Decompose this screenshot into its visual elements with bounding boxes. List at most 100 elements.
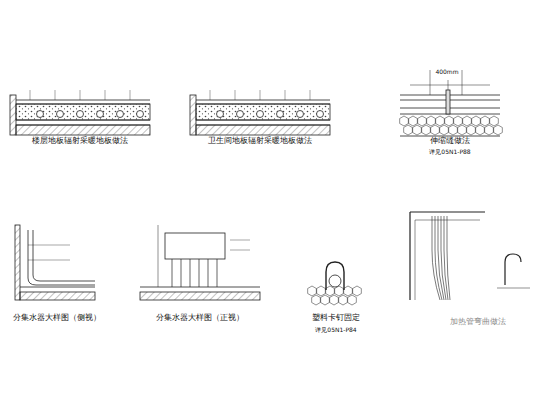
caption-text: 伸缩缝做法 (429, 137, 471, 146)
gravel (422, 125, 431, 135)
pipe-section (37, 111, 44, 118)
line (30, 90, 31, 100)
pipe-section (297, 111, 304, 118)
gravel (485, 125, 494, 135)
pipe-section (137, 111, 144, 118)
layer (446, 90, 450, 114)
line (208, 259, 209, 287)
line (196, 104, 330, 105)
line (410, 85, 490, 86)
line (196, 120, 330, 121)
pipe-section (317, 111, 324, 118)
gravel (339, 295, 348, 305)
layer (196, 104, 330, 120)
layer (10, 95, 16, 135)
gravel (344, 286, 353, 296)
line (230, 240, 250, 241)
pipe-section (97, 111, 104, 118)
gravel (449, 125, 458, 135)
pipe-section (257, 111, 264, 118)
pipe-section (277, 111, 284, 118)
pipe (447, 216, 450, 300)
gravel (321, 295, 330, 305)
gravel (330, 295, 339, 305)
pipe-section (117, 111, 124, 118)
gravel (348, 295, 357, 305)
line (28, 245, 70, 246)
gravel (308, 286, 317, 296)
gravel (440, 125, 449, 135)
gravel (335, 286, 344, 296)
gravel (458, 125, 467, 135)
gravel (404, 125, 413, 135)
layer (16, 125, 150, 135)
line (260, 90, 261, 100)
line (28, 260, 70, 261)
gravel (454, 116, 463, 126)
gravel (476, 125, 485, 135)
gravel (413, 125, 422, 135)
line (230, 250, 250, 251)
pipe (505, 254, 521, 285)
line (172, 259, 173, 287)
line (190, 259, 191, 287)
caption-text: 详见05N1-P84 (314, 327, 357, 334)
gravel (436, 116, 445, 126)
line (235, 90, 236, 100)
layer (16, 104, 150, 120)
pipe-section (57, 111, 64, 118)
line (16, 120, 150, 121)
line (105, 90, 106, 100)
line (285, 90, 286, 100)
line (80, 90, 81, 100)
caption-text: 分集水器大样图（侧视） (12, 314, 102, 323)
line (410, 211, 485, 212)
line (448, 80, 449, 90)
line (217, 259, 218, 287)
pipe-section (217, 111, 224, 118)
gravel (494, 125, 503, 135)
line (462, 70, 463, 95)
line (497, 288, 530, 289)
gravel (490, 116, 499, 126)
gravel (467, 125, 476, 135)
line (20, 287, 95, 288)
gravel (400, 116, 409, 126)
line (409, 212, 410, 300)
gravel (481, 116, 490, 126)
line (55, 90, 56, 100)
layer (165, 233, 225, 259)
caption-text: 塑料卡钉固定 (311, 314, 361, 323)
caption-text: 楼层地板辐射采暖地板做法 (31, 137, 129, 146)
line (158, 225, 159, 287)
line (430, 70, 431, 95)
pipe (33, 230, 95, 281)
caption-text: 加热管弯曲做法 (449, 318, 507, 327)
pipe (28, 230, 95, 285)
gravel (427, 116, 436, 126)
gravel (418, 116, 427, 126)
pipe (444, 216, 448, 300)
gravel (312, 295, 321, 305)
line (16, 125, 150, 126)
layer (15, 225, 20, 300)
caption-text: 详见05N1-P88 (428, 149, 471, 156)
line (16, 104, 150, 105)
gravel (326, 286, 335, 296)
caption-text: 分集水器大样图（正视） (155, 314, 245, 323)
layer (196, 125, 330, 135)
layer (20, 292, 95, 300)
line (196, 125, 330, 126)
gravel (472, 116, 481, 126)
line (210, 90, 211, 100)
gravel (409, 116, 418, 126)
pipe (326, 262, 344, 290)
gravel (317, 286, 326, 296)
line (199, 259, 200, 287)
pipe-section (329, 275, 341, 287)
line (181, 259, 182, 287)
layer (140, 292, 260, 300)
gravel (353, 286, 362, 296)
